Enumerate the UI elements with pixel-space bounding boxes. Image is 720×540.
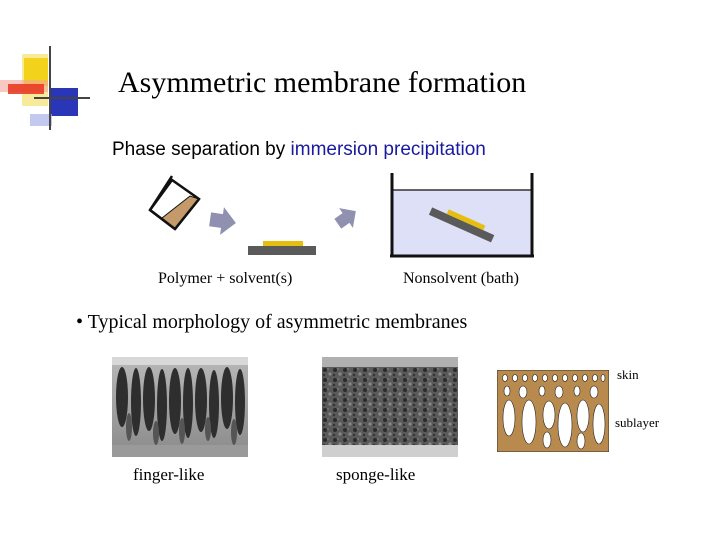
label-finger-like: finger-like [133,465,205,484]
label-nonsolvent-bath: Nonsolvent (bath) [403,270,519,287]
corner-logo [0,0,100,135]
casting-cup-icon [148,175,201,231]
subtitle-prefix: Phase separation by [112,139,291,160]
label-skin: skin [617,367,639,382]
label-polymer-solvent: Polymer + solvent(s) [158,270,293,287]
slide-title: Asymmetric membrane formation [118,66,527,99]
finger-like-micrograph [112,357,248,457]
label-sublayer: sublayer [615,415,660,430]
bullet-morphology: • Typical morphology of asymmetric membr… [76,311,468,333]
sponge-like-micrograph [322,357,458,457]
process-diagram [130,165,550,265]
arrow-right-icon-1 [209,207,236,235]
skin-sublayer-schematic [497,370,609,452]
subtitle-highlight: immersion precipitation [290,139,486,160]
arrow-right-icon-2 [334,208,356,229]
label-sponge-like: sponge-like [336,465,416,484]
nonsolvent-bath-icon [390,173,534,258]
subtitle: Phase separation by immersion precipitat… [112,139,486,161]
cast-film-plate-icon [248,241,316,255]
